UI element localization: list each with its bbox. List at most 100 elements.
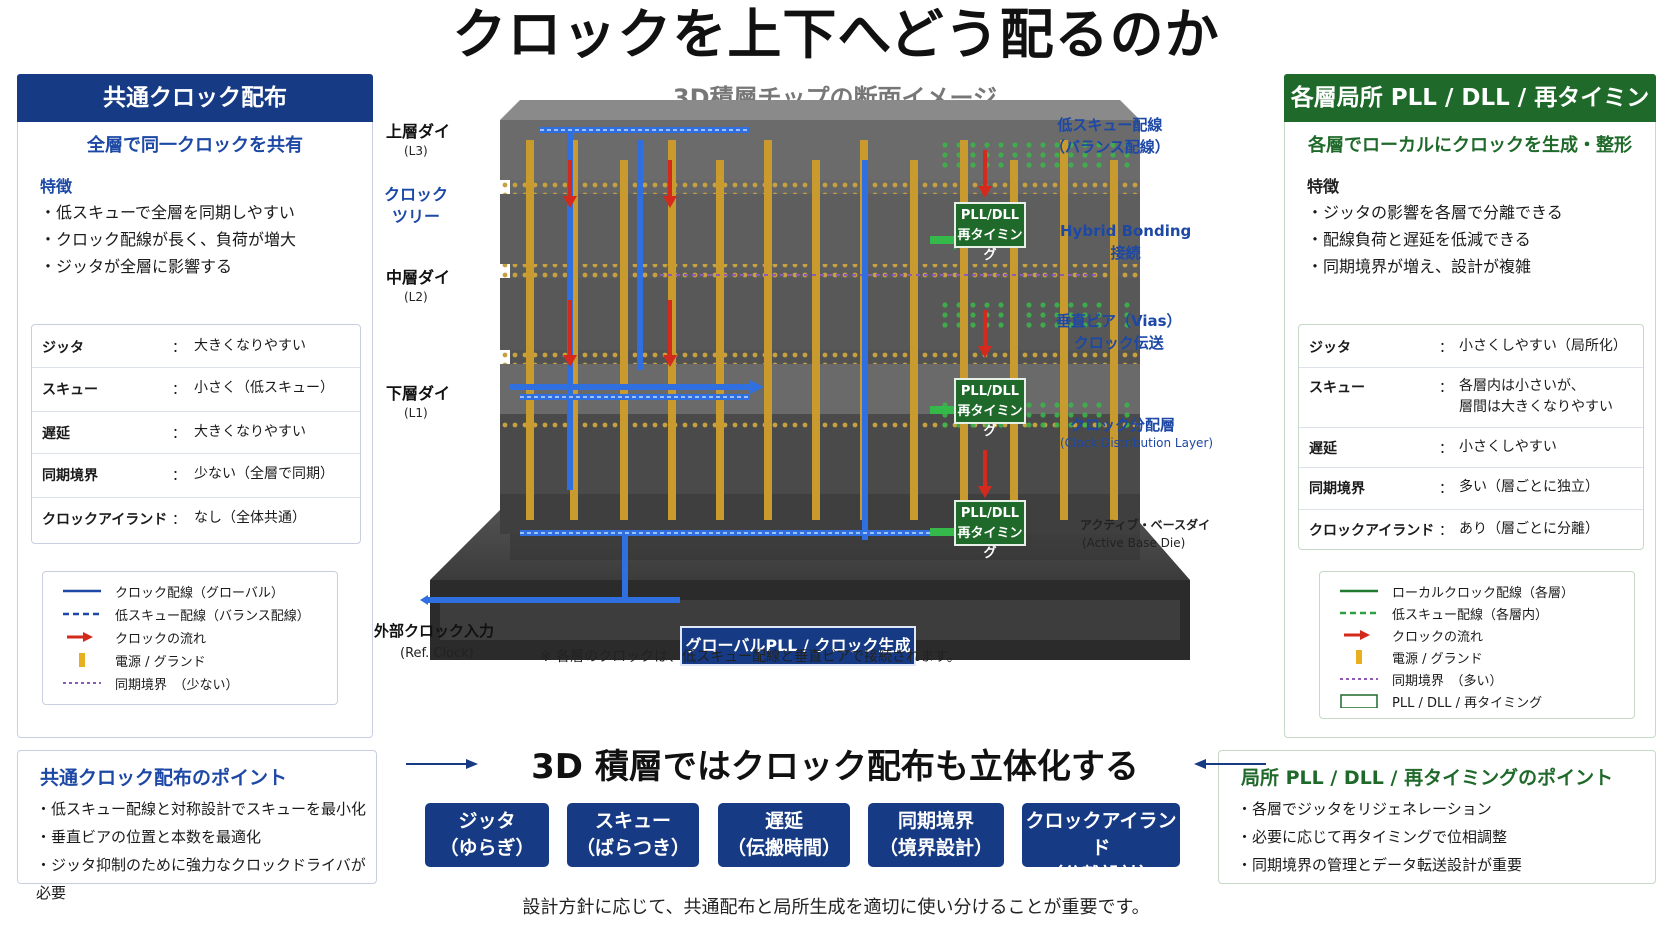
power-bar-icon	[79, 653, 85, 667]
global-pll-box: グローバルPLL / クロック生成	[680, 626, 916, 666]
keyword-sub: （ばらつき）	[575, 837, 690, 859]
legend-item: 電源 / グランド	[1320, 646, 1634, 668]
keyword-sub: （分離設計）	[1043, 864, 1158, 886]
legend-label: クロックの流れ	[115, 632, 207, 647]
clock-flow-arrows	[568, 150, 987, 486]
legend-label: 同期境界 （多い）	[1392, 674, 1503, 689]
legend-item: 低スキュー配線（各層内）	[1320, 602, 1634, 624]
red-arrow-icon	[67, 632, 93, 642]
keyword-clock-island: クロックアイランド （分離設計）	[1022, 803, 1180, 886]
table-row: 遅延 ： 大きくなりやすい	[32, 411, 360, 454]
base-die-label: アクティブ・ベースダイ	[1080, 518, 1211, 532]
power-bar-icon	[1356, 650, 1362, 664]
shared-clock-panel: 共通クロック配布 全層で同一クロックを共有 特徴 低スキューで全層を同期しやすい…	[17, 74, 373, 738]
keyword-label: スキュー	[594, 810, 671, 832]
property-key: 同期境界	[42, 468, 98, 484]
property-value: 小さく（低スキュー）	[194, 380, 334, 396]
property-value: なし（全体共通）	[194, 510, 306, 526]
local-points-title: 局所 PLL / DLL / 再タイミングのポイント	[1241, 767, 1614, 789]
separator: ：	[1439, 380, 1453, 396]
keyword-skew: スキュー （ばらつき）	[567, 803, 699, 867]
property-value: 大きくなりやすい	[194, 424, 306, 440]
table-row: クロックアイランド ： なし（全体共通）	[32, 497, 360, 543]
page-title: クロックを上下へどう配るのか	[452, 3, 1220, 66]
property-key: スキュー	[1309, 380, 1365, 396]
mid-die-code: (L2)	[404, 290, 428, 304]
shared-points-list: 低スキュー配線と対称設計でスキューを最小化 垂直ビアの位置と本数を最適化 ジッタ…	[36, 795, 376, 907]
legend-item: PLL / DLL / 再タイミング	[1320, 690, 1634, 712]
property-key: クロックアイランド	[42, 512, 168, 528]
separator: ：	[172, 382, 186, 398]
shared-points-panel: 共通クロック配布のポイント 低スキュー配線と対称設計でスキューを最小化 垂直ビア…	[17, 750, 377, 902]
clock-tree-label: クロック ツリー	[384, 185, 449, 226]
feature-item: ジッタの影響を各層で分離できる	[1307, 199, 1563, 226]
vertical-via-label: 垂直ビア（Vias） クロック伝送	[1056, 312, 1182, 352]
red-arrow-icon	[1344, 630, 1370, 640]
property-key: 同期境界	[1309, 481, 1365, 497]
dashed-line-icon	[1340, 611, 1378, 615]
diagram-note: ※ 各層のクロックは、低スキュー配線と垂直ビアで接続されます。	[540, 649, 961, 665]
legend-label: クロック配線（グローバル）	[115, 586, 284, 601]
shared-clock-subtitle: 全層で同一クロックを共有	[87, 135, 303, 156]
property-key: ジッタ	[1309, 340, 1351, 356]
local-points-list: 各層でジッタをリジェネレーション 必要に応じて再タイミングで位相調整 同期境界の…	[1237, 795, 1522, 879]
pll-dll-box-l1: PLL/DLL 再タイミング	[954, 500, 1026, 561]
keyword-sub: （伝搬時間）	[726, 837, 841, 859]
legend: ローカルクロック配線（各層） 低スキュー配線（各層内） クロックの流れ 電源 /…	[1319, 571, 1635, 719]
pll-dll-box-l2: PLL/DLL 再タイミング	[954, 378, 1026, 439]
clock-layer-label: クロック分配層	[1070, 416, 1176, 434]
separator: ：	[1439, 340, 1453, 356]
property-key: ジッタ	[42, 340, 84, 356]
legend-label: 電源 / グランド	[1392, 652, 1483, 667]
property-value: 多い（層ごとに独立）	[1459, 479, 1599, 495]
heading-arrows	[406, 759, 1266, 769]
table-row: 同期境界 ： 少ない（全層で同期）	[32, 453, 360, 498]
separator: ：	[1439, 523, 1453, 539]
keyword-jitter: ジッタ （ゆらぎ）	[425, 803, 549, 867]
pll-dll-box-l3: PLL/DLL 再タイミング	[954, 202, 1026, 263]
point-item: 必要に応じて再タイミングで位相調整	[1237, 823, 1522, 851]
dotted-line-icon	[1340, 678, 1378, 680]
feature-list: 低スキューで全層を同期しやすい クロック配線が長く、負荷が増大 ジッタが全層に影…	[40, 199, 296, 280]
point-item: ジッタ抑制のために強力なクロックドライバが必要	[36, 851, 376, 907]
external-clock-label: 外部クロック入力	[374, 622, 495, 640]
lower-die-label: 下層ダイ	[386, 384, 451, 403]
table-row: ジッタ ： 大きくなりやすい	[32, 325, 360, 368]
property-value: 大きくなりやすい	[194, 338, 306, 354]
shared-points-title: 共通クロック配布のポイント	[40, 767, 288, 789]
separator: ：	[172, 512, 186, 528]
table-row: スキュー ： 小さく（低スキュー）	[32, 367, 360, 412]
features-title: 特徴	[40, 177, 73, 196]
legend-label: PLL / DLL / 再タイミング	[1392, 696, 1543, 711]
footer-note: 設計方針に応じて、共通配布と局所生成を適切に使い分けることが重要です。	[522, 897, 1150, 918]
property-table: ジッタ ： 大きくなりやすい スキュー ： 小さく（低スキュー） 遅延 ： 大き…	[31, 324, 361, 544]
point-item: 同期境界の管理とデータ転送設計が重要	[1237, 851, 1522, 879]
feature-list: ジッタの影響を各層で分離できる 配線負荷と遅延を低減できる 同期境界が増え、設計…	[1307, 199, 1563, 280]
legend-item: ローカルクロック配線（各層）	[1320, 580, 1634, 602]
legend-item: 同期境界 （多い）	[1320, 668, 1634, 690]
low-skew-wiring-label: 低スキュー配線 （バランス配線）	[1050, 116, 1170, 156]
legend-item: クロックの流れ	[43, 626, 337, 648]
property-key: 遅延	[1309, 441, 1337, 457]
stack-top-face	[500, 100, 1140, 120]
ref-clock-label: (Ref. Clock)	[400, 646, 474, 661]
keyword-sub: （境界設計）	[878, 837, 993, 859]
separator: ：	[172, 468, 186, 484]
solid-line-icon	[1340, 589, 1378, 593]
upper-die-label: 上層ダイ	[386, 122, 451, 141]
center-heading: 3D 積層ではクロック配布も立体化する	[531, 747, 1139, 787]
legend-item: 同期境界 （少ない）	[43, 672, 337, 694]
mid-die-label: 中層ダイ	[386, 268, 451, 287]
separator: ：	[1439, 481, 1453, 497]
keyword-label: 遅延	[764, 810, 803, 832]
property-value: 小さくしやすい	[1459, 439, 1557, 455]
dashed-line-icon	[63, 612, 101, 616]
table-row: ジッタ ： 小さくしやすい（局所化）	[1299, 325, 1643, 368]
feature-item: クロック配線が長く、負荷が増大	[40, 226, 296, 253]
local-pll-header: 各層局所 PLL / DLL / 再タイミング	[1284, 74, 1656, 159]
property-value: 各層内は小さいが、	[1459, 378, 1585, 394]
chip-stack-diagram	[420, 100, 1190, 660]
hybrid-bonding-label: Hybrid Bonding 接続	[1060, 222, 1192, 262]
keyword-sync-boundary: 同期境界 （境界設計）	[868, 803, 1004, 867]
feature-item: 配線負荷と遅延を低減できる	[1307, 226, 1563, 253]
